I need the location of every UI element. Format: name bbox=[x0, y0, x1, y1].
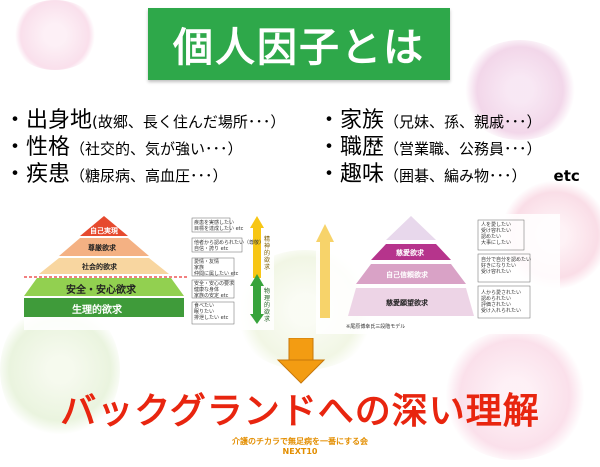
maslow-pyramid-graphic bbox=[24, 216, 264, 325]
pyramid-level-label: 社会的欲求 bbox=[82, 263, 117, 271]
self-pyramid-diagram: 慈愛欲求 自己信頼欲求 慈愛願望欲求 人を愛したい 受け容れたい 認めたい 大事… bbox=[316, 214, 560, 334]
etc-label: etc bbox=[553, 167, 580, 185]
factor-list-right: ・家族（兄妹、孫、親戚･･･） ・職歴（営業職、公務員･･･） ・趣味（囲碁、編… bbox=[318, 108, 580, 189]
maslow-note: 疾患を実感したい 目標を達成したい etc bbox=[194, 220, 244, 232]
factor-item: ・性格（社交的、気が強い･･･） bbox=[4, 135, 243, 160]
factor-detail: （営業職、公務員･･･） bbox=[384, 140, 542, 158]
flower-decoration bbox=[440, 330, 590, 460]
self-note: 人を愛したい 受け容れたい 認めたい 大事にしたい bbox=[481, 222, 512, 246]
pyramid-level-label: 生理的欲求 bbox=[72, 305, 122, 316]
pyramid-level-label: 慈愛欲求 bbox=[396, 249, 424, 257]
factor-item: ・家族（兄妹、孫、親戚･･･） bbox=[318, 108, 542, 133]
footer-tagline: NEXT10 bbox=[282, 447, 318, 456]
flower-decoration bbox=[10, 0, 100, 70]
title-text: 個人因子とは bbox=[173, 25, 425, 71]
factor-term: 趣味 bbox=[340, 162, 385, 187]
page-title: 個人因子とは bbox=[148, 8, 450, 80]
pyramid-level-label: 自己信頼欲求 bbox=[386, 271, 428, 279]
factor-term: 疾患 bbox=[26, 162, 71, 187]
factor-term: 出身地 bbox=[26, 108, 93, 133]
self-note: 人から愛されたい 認められたい 評価されたい 受け入れられたい bbox=[481, 290, 522, 314]
pyramid-level-label: 慈愛願望欲求 bbox=[386, 299, 428, 307]
pyramid-level-label: 自己実現 bbox=[90, 227, 118, 235]
factor-item: ・出身地(故郷、長く住んだ場所･･･） bbox=[4, 108, 286, 133]
flower-decoration bbox=[460, 40, 580, 140]
diagram-caption: ※尾原博幸氏三段階モデル bbox=[346, 324, 406, 330]
maslow-pyramid-diagram: 自己実現 尊厳欲求 社会的欲求 安全・安心欲求 生理的欲求 疾患を実感したい 目… bbox=[24, 214, 274, 330]
pyramid-level-label: 尊厳欲求 bbox=[88, 244, 116, 252]
factor-detail: （兄妹、孫、親戚･･･） bbox=[384, 113, 542, 131]
factor-list-left: ・出身地(故郷、長く住んだ場所･･･） ・性格（社交的、気が強い･･･） ・疾患… bbox=[4, 108, 285, 189]
self-pyramid-graphic bbox=[316, 216, 531, 319]
factor-detail: (故郷、長く住んだ場所･･･） bbox=[92, 113, 286, 131]
arrow-label-top: 精神的欲求 bbox=[264, 236, 271, 271]
factor-term: 職歴 bbox=[340, 135, 385, 160]
footer-organization: 介護のチカラで無足病を一番にする会 bbox=[231, 437, 369, 446]
maslow-note: 安全・安心の要求 健康な身体 家族の安定 etc bbox=[194, 281, 235, 299]
factor-term: 家族 bbox=[340, 108, 385, 133]
factor-item: ・趣味（囲碁、編み物･･･） etc bbox=[318, 162, 580, 187]
conclusion-text: バックグランドへの深い理解 bbox=[60, 391, 540, 432]
down-arrow-icon bbox=[276, 338, 326, 384]
maslow-note: 食べたい 眠りたい 排泄したい etc bbox=[194, 303, 229, 321]
self-note: 自分で自分を認めたい 好きになりたい 受け容れたい bbox=[481, 257, 532, 275]
factor-term: 性格 bbox=[26, 135, 71, 160]
maslow-note: 愛情・友情 家族 仲間に属したい etc bbox=[194, 259, 239, 277]
factor-detail: （囲碁、編み物･･･） bbox=[384, 167, 527, 185]
maslow-note: 他者から認められたい（尊敬） 自信・誇り etc bbox=[194, 240, 265, 252]
pyramid-level-label: 安全・安心欲求 bbox=[66, 285, 136, 296]
factor-detail: （社交的、気が強い･･･） bbox=[70, 140, 243, 158]
factor-item: ・職歴（営業職、公務員･･･） bbox=[318, 135, 542, 160]
factor-detail: （糖尿病、高血圧･･･） bbox=[70, 167, 228, 185]
factor-item: ・疾患（糖尿病、高血圧･･･） bbox=[4, 162, 228, 187]
arrow-label-bottom: 物理的欲求 bbox=[264, 288, 271, 323]
